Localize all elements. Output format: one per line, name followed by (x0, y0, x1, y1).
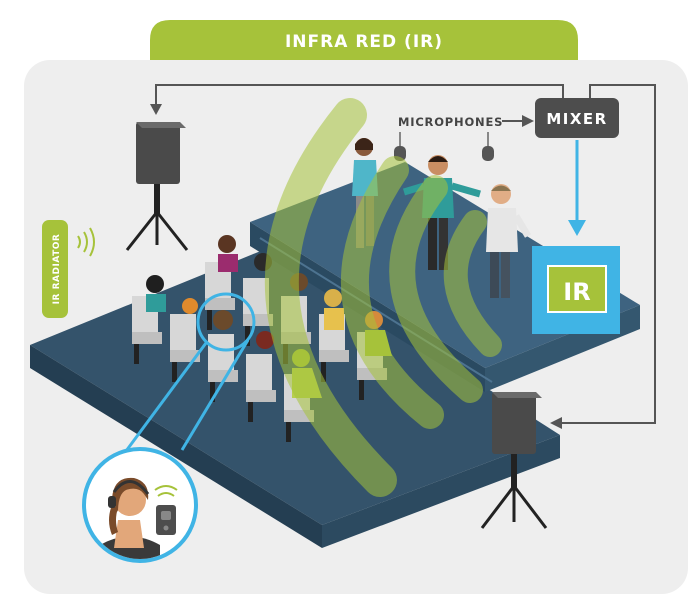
ir-transmitter: IR (532, 246, 620, 334)
mixer-box: MIXER (535, 98, 619, 138)
signal-waves-icon (77, 227, 95, 257)
audience-member (324, 289, 342, 307)
ir-unit-label: IR (563, 278, 590, 306)
signal-routing-lines (150, 84, 656, 429)
audience-member (182, 298, 198, 314)
signal-waves-icon (264, 98, 502, 497)
mixer-to-left-speaker-line (155, 84, 564, 106)
mixer-to-right-speaker-line (562, 84, 656, 424)
performer-man-gray (486, 184, 532, 298)
loudspeaker-icon (125, 122, 189, 251)
microphones-label: MICROPHONES (398, 115, 503, 129)
audience-member (213, 310, 233, 330)
zoom-callout-listener (82, 447, 198, 563)
banner-title: INFRA RED (IR) (285, 32, 443, 52)
ir-radiator-label: IR RADIATOR (52, 234, 62, 305)
ir-receiver-icon (156, 505, 176, 535)
signal-waves-icon (154, 485, 178, 497)
audience-member (218, 235, 236, 253)
mixer-label: MIXER (546, 110, 607, 128)
microphone-icon (482, 132, 494, 161)
audience-member (256, 331, 274, 349)
audience-member (146, 275, 164, 293)
ir-radiator: IR RADIATOR (42, 220, 95, 318)
loudspeaker-icon (480, 392, 548, 529)
mixer-to-ir-arrow (568, 140, 586, 236)
title-banner: INFRA RED (IR) (150, 20, 578, 60)
